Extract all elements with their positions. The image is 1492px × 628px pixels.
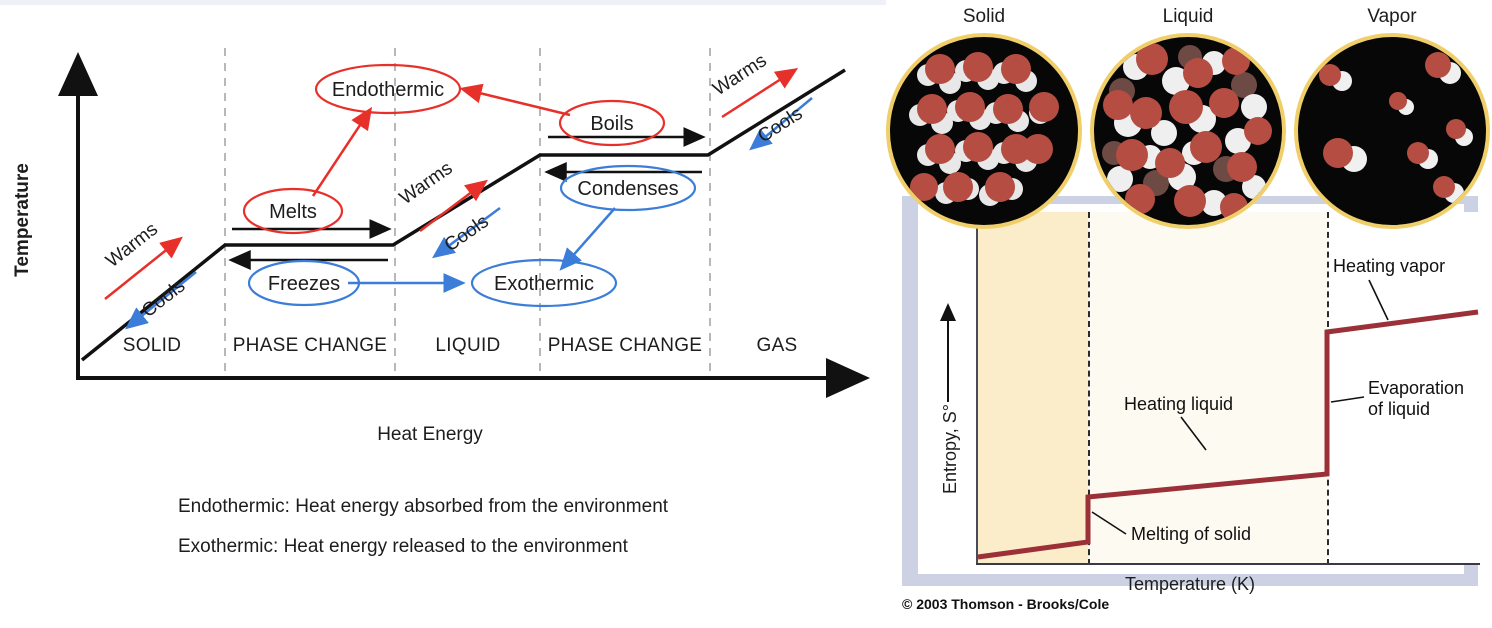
condenses-bubble <box>559 164 697 212</box>
liquid-disorder-graphic <box>1102 43 1272 221</box>
annotation-evaporation-of-liquid: Evaporation of liquid <box>1368 378 1465 419</box>
annotation-melting-of-solid: Melting of solid <box>1131 524 1252 544</box>
solid-cools-arrow <box>125 271 197 330</box>
condenses-to-exothermic-arrow <box>559 207 616 271</box>
phase-label-phase-change-2: PHASE CHANGE <box>548 335 703 356</box>
phase-label-gas: GAS <box>756 335 797 356</box>
endothermic-bubble <box>314 63 462 115</box>
evaporation-leader-line <box>1330 396 1365 403</box>
phase-label-solid: SOLID <box>123 335 182 356</box>
circle-caption-solid: Solid <box>962 6 1006 27</box>
entropy-axis-arrow-svg <box>940 303 956 402</box>
region-vapor <box>1327 212 1480 565</box>
melting-leader-line <box>1091 511 1127 535</box>
phase-label-liquid: LIQUID <box>435 335 500 356</box>
heating-curve-line <box>80 68 846 362</box>
boils-to-endothermic-arrow <box>459 83 571 117</box>
liquid-cools-label: Cools <box>441 211 493 256</box>
annotation-heating-vapor: Heating vapor <box>1333 256 1446 276</box>
legend-exothermic: Exothermic: Heat energy released to the … <box>178 536 629 557</box>
molecule-circle-solid <box>886 33 1082 229</box>
region-solid <box>976 212 1088 565</box>
liquid-cools-arrow <box>431 206 501 259</box>
y-axis-title: Temperature <box>12 163 33 277</box>
gas-warms-arrow <box>721 67 799 119</box>
heating-liquid-leader-line <box>1180 416 1207 451</box>
solid-lattice-graphic <box>909 52 1059 206</box>
vapor-dispersed-graphic <box>1319 52 1473 203</box>
top-strip-left <box>0 0 886 5</box>
entropy-plot-card: Melting of solid Heating liquid Evaporat… <box>918 204 1480 574</box>
x-axis-title: Heat Energy <box>377 424 483 445</box>
freezes-bubble <box>247 259 361 307</box>
entropy-x-axis <box>976 563 1480 565</box>
gas-cools-arrow <box>749 97 813 151</box>
heating-curve-svg: Warms Cools Warms Cools Warms Cools Endo… <box>12 48 870 557</box>
exothermic-bubble-label: Exothermic <box>494 273 594 295</box>
molecule-circle-vapor <box>1294 33 1490 229</box>
melts-bubble-label: Melts <box>269 201 317 223</box>
endothermic-bubble-label: Endothermic <box>332 79 444 101</box>
entropy-plot-area: Melting of solid Heating liquid Evaporat… <box>976 212 1480 565</box>
entropy-figure-frame: Melting of solid Heating liquid Evaporat… <box>902 196 1480 594</box>
entropy-curve-line <box>977 309 1479 560</box>
heating-vapor-leader-line <box>1368 279 1389 321</box>
entropy-curve-svg <box>977 279 1479 560</box>
circle-caption-vapor: Vapor <box>1367 6 1417 27</box>
solid-warms-arrow <box>104 236 183 300</box>
molecule-circle-liquid <box>1090 33 1286 229</box>
copyright-notice: © 2003 Thomson - Brooks/Cole <box>902 596 1110 612</box>
phase-boundary-melting <box>1088 212 1090 565</box>
liquid-warms-arrow <box>419 179 488 232</box>
phase-label-phase-change-1: PHASE CHANGE <box>233 335 388 356</box>
circle-caption-liquid: Liquid <box>1162 6 1214 27</box>
region-liquid <box>1088 212 1327 565</box>
liquid-warms-label: Warms <box>396 158 457 209</box>
entropy-y-axis <box>976 212 978 565</box>
entropy-y-axis-label: Entropy, S° <box>940 404 960 494</box>
heating-curve-panel: Warms Cools Warms Cools Warms Cools Endo… <box>12 48 870 557</box>
melts-to-endothermic-arrow <box>311 106 373 197</box>
boils-bubble-label: Boils <box>590 113 633 135</box>
annotation-heating-liquid: Heating liquid <box>1124 394 1234 414</box>
freezes-bubble-label: Freezes <box>268 273 340 295</box>
solid-warms-label: Warms <box>102 219 162 272</box>
entropy-figure-panel: Melting of solid Heating liquid Evaporat… <box>886 0 1492 628</box>
condenses-bubble-label: Condenses <box>577 178 678 200</box>
entropy-x-axis-label: Temperature (K) <box>1124 574 1256 594</box>
legend-endothermic: Endothermic: Heat energy absorbed from t… <box>178 496 669 517</box>
exothermic-bubble <box>470 258 618 308</box>
boils-bubble <box>558 99 666 147</box>
melts-bubble <box>242 187 344 235</box>
solid-cools-label: Cools <box>138 275 189 321</box>
